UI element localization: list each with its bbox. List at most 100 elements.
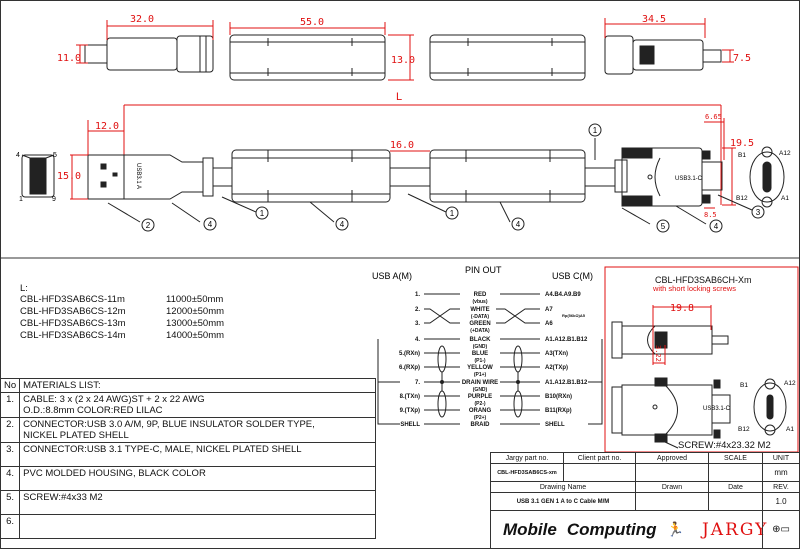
pin-wire-color: BLUE <box>472 351 488 357</box>
pin-wire-color: WHITE <box>470 307 489 313</box>
cable-segments <box>213 167 615 187</box>
client-part-value <box>563 463 636 482</box>
pin-wire-signal: (-DATA) <box>471 314 489 320</box>
material-line: PVC MOLDED HOUSING, BLACK COLOR <box>23 468 206 479</box>
pin-wire-color: BRAID <box>471 422 491 428</box>
length-value: 14000±50mm <box>166 330 225 341</box>
variant-subtitle: with short locking screws <box>653 284 736 293</box>
material-desc: PVC MOLDED HOUSING, BLACK COLOR <box>19 466 376 491</box>
usb-c-marking: USB3.1-C <box>675 176 703 182</box>
pin-crossed-wire <box>424 308 540 324</box>
pin-usb-c: A1.A12.B1.B12 <box>545 380 588 386</box>
material-line: CONNECTOR:USB 3.0 A/M, 9P, BLUE INSULATO… <box>23 419 315 430</box>
dim-ferrite-gap: 16.0 <box>390 140 414 151</box>
drawing-name-value: USB 3.1 GEN 1 A to C Cable M/M <box>490 492 636 511</box>
pinout-row: 5.(RXn) BLUE(P1-) A3(TXn) <box>399 351 568 364</box>
callout-number: 3 <box>756 208 761 217</box>
usb-c-plug-side <box>614 147 723 207</box>
dim-usb-c-screw: 8.5 <box>704 211 717 219</box>
no-header: No <box>0 378 21 393</box>
logo-area: Mobile Computing 🏃 JARGY <box>490 510 766 549</box>
material-line: O.D.:8.8mm COLOR:RED LILAC <box>23 405 163 416</box>
table-header-row: No MATERIALS LIST: <box>0 378 376 393</box>
ferrite-core-2 <box>429 149 586 203</box>
usb-a-plug-side <box>87 154 214 200</box>
usb-a-marking: USB3.1 A <box>135 163 141 189</box>
variant-pin-label: B12 <box>738 426 750 433</box>
pin-usb-a: SHELL <box>400 422 420 428</box>
pin-usb-c: A4.B4.A9.B9 <box>545 292 581 298</box>
dim-usb-c-tip: 6.65 <box>705 113 722 121</box>
pin-usb-c: A3(TXn) <box>545 351 568 357</box>
variant-dim-length: 19.8 <box>670 303 694 314</box>
callout-number: 5 <box>661 222 666 231</box>
material-desc <box>19 514 376 539</box>
dim-usb-a-length: 32.0 <box>130 14 154 25</box>
variant-dimensions <box>652 305 712 365</box>
top-ferrite-2 <box>429 34 586 81</box>
length-part: CBL-HFD3SAB6CS-13m <box>20 318 126 329</box>
materials-table: No MATERIALS LIST: 1. CABLE: 3 x (2 x 24… <box>0 378 376 539</box>
pinout-row: 4.BLACK(GND)A1.A12.B1.B12 <box>415 337 588 350</box>
callout-leaders <box>107 123 765 233</box>
pin-wire-color: YELLOW <box>467 365 493 371</box>
material-desc: CONNECTOR:USB 3.1 TYPE-C, MALE, NICKEL P… <box>19 442 376 467</box>
table-row: 5. SCREW:#4x33 M2 <box>0 490 376 515</box>
variant-box <box>604 266 799 453</box>
material-no: 2. <box>0 417 21 443</box>
pin-usb-a: 7. <box>415 380 420 386</box>
callout-number: 2 <box>146 221 151 230</box>
usb-a-dimensions <box>70 120 124 200</box>
usb-a-pin-label: 1 <box>19 196 23 203</box>
pin-usb-a: 6.(RXp) <box>399 365 420 371</box>
length-label: L: <box>20 283 28 294</box>
material-no: 3. <box>0 442 21 467</box>
top-dimensions-c <box>604 18 734 63</box>
pin-wire-color: GREEN <box>469 321 490 327</box>
material-no: 4. <box>0 466 21 491</box>
pin-usb-a: 9.(TXp) <box>400 408 420 414</box>
pinout-row: 6.(RXp)YELLOW(P1+)A2(TXp) <box>399 365 568 378</box>
variant-pin-label: A1 <box>786 426 794 433</box>
pin-wire-signal: (P2-) <box>474 401 485 407</box>
length-part: CBL-HFD3SAB6CS-11m <box>20 294 125 305</box>
pin-wire-signal: (P2+) <box>474 415 487 421</box>
ferrite-core-1 <box>231 149 391 203</box>
dim-ferrite-length: 55.0 <box>300 17 324 28</box>
projection-symbol-icon: ⊕▭ <box>762 510 800 549</box>
table-row: 4. PVC MOLDED HOUSING, BLACK COLOR <box>0 466 376 491</box>
pin-usb-a: 1. <box>415 292 420 298</box>
pin-usb-c: A2(TXp) <box>545 365 568 371</box>
usb-c-pin-label: B1 <box>738 152 746 159</box>
pin-wire-color: BLACK <box>470 337 492 343</box>
callout-number: 1 <box>593 126 598 135</box>
dim-ferrite-height: 13.0 <box>391 55 415 66</box>
runner-icon: 🏃 <box>666 521 684 537</box>
pinout-rows: 1.RED(vbus)A4.B4.A9.B92.WHITE(-DATA)A73.… <box>399 292 588 428</box>
scale-value <box>708 463 763 482</box>
material-line: CABLE: 3 x (2 x 24 AWG)ST + 2 x 22 AWG <box>23 394 205 405</box>
variant-marking: USB3.1-C <box>703 406 731 412</box>
pin-usb-a: 5.(RXn) <box>399 351 420 357</box>
usb-c-dimensions <box>704 118 736 209</box>
variant-side-view <box>611 321 787 443</box>
pinout-row: 9.(TXp)ORANG(P2+)B11(RXp) <box>400 408 572 421</box>
date-value <box>708 492 763 511</box>
usb-a-pin-label: 9 <box>52 196 56 203</box>
pin-usb-c: B10(RXn) <box>545 394 572 400</box>
screw-leader <box>664 441 679 449</box>
length-value: 13000±50mm <box>166 318 225 329</box>
table-row: 1. CABLE: 3 x (2 x 24 AWG)ST + 2 x 22 AW… <box>0 392 376 418</box>
dim-usb-c-height: 7.5 <box>733 53 751 64</box>
dim-usb-a-height: 11.0 <box>57 53 81 64</box>
pin-usb-c: B11(RXp) <box>545 408 572 414</box>
approved-value <box>635 463 709 482</box>
material-line: NICKEL PLATED SHELL <box>23 430 129 441</box>
logo-mobile: Mobile <box>503 519 557 539</box>
pin-wire-signal: (P1-) <box>474 358 485 364</box>
pinout-right-header: USB C(M) <box>552 271 593 281</box>
top-dimensions-ferrite <box>229 22 414 81</box>
pin-usb-c: A6 <box>545 321 553 327</box>
pinout-row: 1.RED(vbus)A4.B4.A9.B9 <box>415 292 581 305</box>
